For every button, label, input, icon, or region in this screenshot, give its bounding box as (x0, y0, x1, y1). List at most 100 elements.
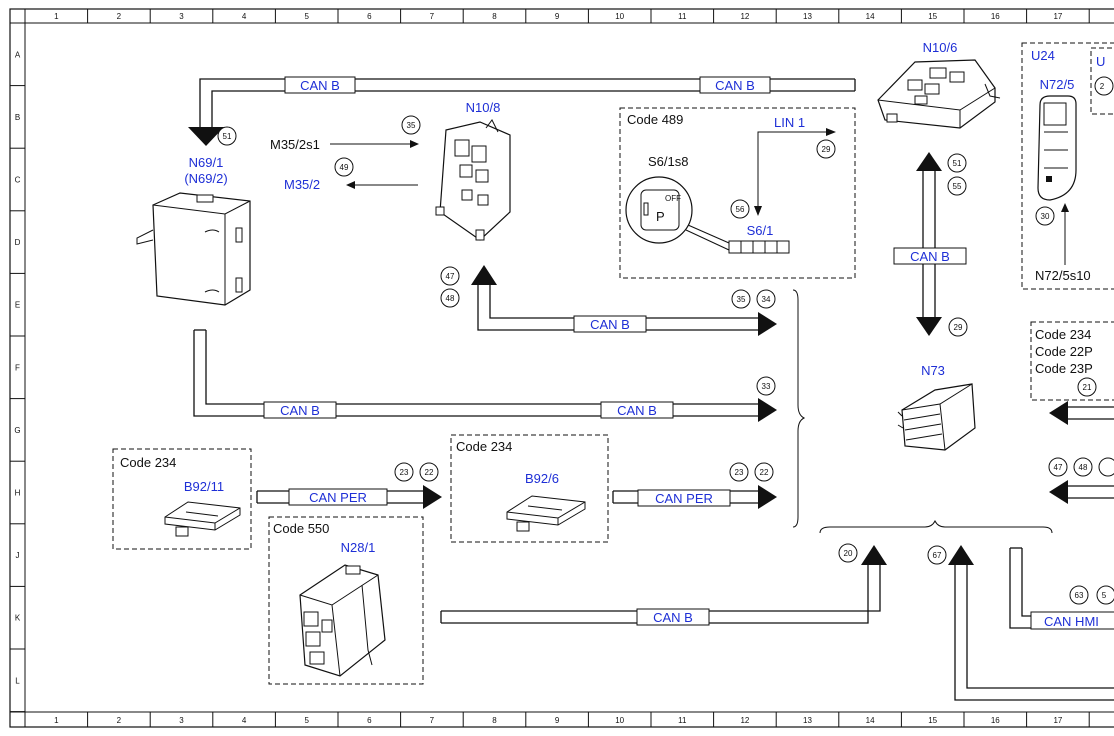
can-b-vertical-route[interactable] (916, 152, 942, 336)
grid-column-label: 11 (678, 716, 687, 725)
n28-1-label: N28/1 (341, 540, 376, 555)
can-b-n10-8-route[interactable] (471, 265, 777, 336)
grid-column-label: 9 (555, 716, 560, 725)
lin1-line (754, 128, 836, 216)
route-47-48-right[interactable] (1049, 480, 1114, 504)
grid-column-label: 2 (117, 716, 122, 725)
code-489-label: Code 489 (627, 112, 683, 127)
grid-column-label: 16 (991, 12, 1000, 21)
s6-1-label: S6/1 (747, 223, 774, 238)
lin1-label: LIN 1 (774, 115, 805, 130)
svg-text:22: 22 (425, 468, 434, 477)
grid-row-label: D (15, 238, 21, 247)
s6-1s8-p-text: P (656, 209, 665, 224)
can-b-n69-route[interactable] (193, 329, 777, 422)
grid-row-label: F (15, 363, 20, 372)
marker-22-left: 22 (419, 462, 439, 482)
n73-label: N73 (921, 363, 945, 378)
n72-5-panel[interactable] (1037, 95, 1077, 201)
grid-column-label: 8 (492, 12, 497, 21)
b92-6-label: B92/6 (525, 471, 559, 486)
n28-1-module[interactable] (299, 564, 386, 677)
marker-51-top: 51 (217, 126, 237, 146)
s6-1-connector (728, 240, 790, 254)
svg-text:35: 35 (737, 295, 746, 304)
grid-column-label: 6 (367, 12, 372, 21)
n69-1-module[interactable] (136, 192, 251, 306)
s6-1s8-switch[interactable] (625, 176, 730, 251)
svg-text:23: 23 (400, 468, 409, 477)
marker-23-left: 23 (394, 462, 414, 482)
grid-column-label: 10 (615, 716, 624, 725)
marker-67: 67 (927, 545, 947, 565)
n10-8-module[interactable] (435, 119, 511, 241)
can-per-label-right: CAN PER (655, 491, 713, 506)
n72-5s10-label: N72/5s10 (1035, 268, 1091, 283)
marker-56: 56 (730, 199, 750, 219)
grid-column-label: 13 (803, 716, 812, 725)
route-67[interactable] (948, 545, 1114, 701)
can-b-top-route[interactable] (188, 78, 856, 146)
marker-partial-right (1098, 457, 1114, 477)
grid-row-label: L (15, 676, 20, 685)
svg-text:22: 22 (760, 468, 769, 477)
svg-text:23: 23 (735, 468, 744, 477)
brace-middle (792, 289, 806, 528)
n10-6-module[interactable] (877, 59, 1001, 129)
grid-column-label: 11 (678, 12, 687, 21)
grid-row-label: G (14, 426, 20, 435)
grid-column-label: 8 (492, 716, 497, 725)
grid-row-label: J (16, 551, 20, 560)
marker-47-right: 47 (1048, 457, 1068, 477)
grid-row-label: H (15, 489, 21, 498)
grid-row-label: C (15, 176, 21, 185)
marker-29-lin: 29 (816, 139, 836, 159)
can-b-label-top-2: CAN B (715, 78, 755, 93)
can-b-label-f2: CAN B (617, 403, 657, 418)
n10-8-label: N10/8 (466, 100, 501, 115)
svg-text:29: 29 (954, 323, 963, 332)
marker-5-partial: 5 (1096, 585, 1114, 605)
grid-row-label: E (15, 301, 20, 310)
grid-column-label: 17 (1053, 12, 1062, 21)
grid-column-label: 9 (555, 12, 560, 21)
marker-20: 20 (838, 543, 858, 563)
can-b-bottom-route[interactable] (440, 545, 887, 624)
m35-2-arrow (346, 181, 418, 189)
marker-34-e: 34 (756, 289, 776, 309)
route-21[interactable] (1049, 401, 1114, 425)
code-234-right-label: Code 234 (1035, 327, 1091, 342)
marker-51-right: 51 (947, 153, 967, 173)
grid-column-label: 10 (615, 12, 624, 21)
b92-6-module[interactable] (506, 495, 586, 532)
grid-column-label: 3 (179, 716, 184, 725)
grid-column-label: 5 (304, 716, 309, 725)
n69-2-label: (N69/2) (184, 171, 227, 186)
grid-row-label: K (15, 614, 21, 623)
m35-2-label: M35/2 (284, 177, 320, 192)
u24-label: U24 (1031, 48, 1055, 63)
b92-11-module[interactable] (164, 501, 241, 537)
marker-21: 21 (1077, 377, 1097, 397)
marker-29-right: 29 (948, 317, 968, 337)
can-b-label-vertical: CAN B (910, 249, 950, 264)
svg-text:20: 20 (844, 549, 853, 558)
grid-column-label: 15 (928, 12, 937, 21)
svg-text:47: 47 (446, 272, 455, 281)
can-per-label-left: CAN PER (309, 490, 367, 505)
marker-35-e: 35 (731, 289, 751, 309)
can-hmi-label: CAN HMI (1044, 614, 1099, 629)
grid-column-label: 15 (928, 716, 937, 725)
svg-text:56: 56 (736, 205, 745, 214)
n73-module[interactable] (897, 383, 976, 451)
svg-text:51: 51 (953, 159, 962, 168)
n72-5s10-arrow (1061, 203, 1069, 265)
code-234-b92-6-box (450, 434, 609, 543)
svg-text:63: 63 (1075, 591, 1084, 600)
s6-1s8-label: S6/1s8 (648, 154, 688, 169)
svg-text:29: 29 (822, 145, 831, 154)
marker-2-partial: 2 (1094, 76, 1114, 96)
u-partial-label: U (1096, 54, 1105, 69)
